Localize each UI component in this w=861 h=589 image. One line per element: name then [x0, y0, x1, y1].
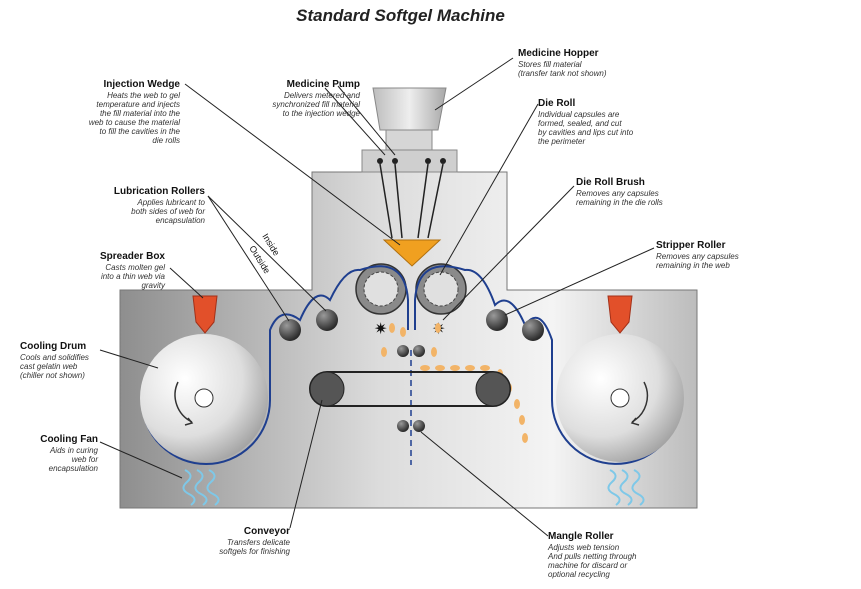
cooling-drum-left: [140, 334, 268, 462]
medicine-hopper: [372, 87, 447, 151]
medicine-pump: [361, 149, 458, 239]
die-roll-desc: Individual capsules are formed, sealed, …: [538, 110, 634, 146]
injection-wedge-desc: Heats the web to gel temperature and inj…: [88, 91, 180, 145]
cooling-drum-heading: Cooling Drum: [20, 341, 87, 352]
cooling-fan-left: [182, 469, 220, 506]
label-injection-wedge: Injection Wedge Heats the web to gel tem…: [60, 79, 180, 145]
label-conveyor: Conveyor Transfers delicate softgels for…: [190, 526, 290, 556]
cooling-fan-heading: Cooling Fan: [40, 434, 98, 445]
medicine-pump-heading: Medicine Pump: [286, 79, 360, 90]
die-roll-left: [355, 263, 407, 315]
mangle-roller-desc: Adjusts web tension And pulls netting th…: [548, 543, 637, 579]
cooling-drum-right: [556, 334, 684, 462]
label-stripper-roller: Stripper Roller Removes any capsules rem…: [656, 240, 739, 270]
label-spreader-box: Spreader Box Casts molten gel into a thi…: [20, 251, 165, 290]
mangle-roller-heading: Mangle Roller: [548, 531, 614, 542]
diagram-title: Standard Softgel Machine: [296, 6, 505, 25]
lubrication-roller-outer: [279, 319, 301, 341]
injection-wedge: [382, 239, 442, 267]
label-lubrication-rollers: Lubrication Rollers Applies lubricant to…: [85, 186, 205, 225]
cooling-fan-desc: Aids in curing web for encapsulation: [48, 446, 98, 473]
label-cooling-drum: Cooling Drum Cools and solidifies cast g…: [20, 341, 89, 380]
spreader-box-right: [607, 295, 633, 334]
lubrication-rollers-heading: Lubrication Rollers: [113, 186, 205, 197]
die-roll-right: [415, 263, 467, 315]
injection-wedge-heading: Injection Wedge: [103, 79, 181, 90]
spreader-box-left: [192, 295, 218, 334]
die-roll-heading: Die Roll: [538, 98, 576, 109]
mangle-roller-left: [397, 420, 409, 432]
mangle-roller-top-left: [397, 345, 409, 357]
stripper-roller-heading: Stripper Roller: [656, 240, 726, 251]
spreader-box-desc: Casts molten gel into a thin web via gra…: [100, 263, 165, 290]
stripper-roller-left: [486, 309, 508, 331]
lubrication-rollers-desc: Applies lubricant to both sides of web f…: [131, 198, 205, 225]
cooling-drum-desc: Cools and solidifies cast gelatin web (c…: [20, 353, 89, 380]
conveyor: [309, 371, 511, 407]
mangle-roller-right: [413, 420, 425, 432]
machine-body: [119, 171, 698, 509]
label-mangle-roller: Mangle Roller Adjusts web tension And pu…: [548, 531, 637, 579]
label-die-roll: Die Roll Individual capsules are formed,…: [538, 98, 633, 146]
stripper-roller-desc: Removes any capsules remaining in the we…: [656, 252, 739, 270]
medicine-hopper-desc: Stores fill material (transfer tank not …: [518, 60, 607, 78]
spreader-box-heading: Spreader Box: [99, 251, 165, 262]
medicine-pump-desc: Delivers metered and synchronized fill m…: [272, 91, 360, 118]
lubrication-roller-inner: [316, 309, 338, 331]
mangle-roller-top-right: [413, 345, 425, 357]
die-roll-brush-left: ✷: [374, 319, 387, 338]
conveyor-desc: Transfers delicate softgels for finishin…: [219, 538, 290, 556]
die-roll-brush-desc: Removes any capsules remaining in the di…: [576, 189, 663, 207]
stripper-roller-right: [522, 319, 544, 341]
die-roll-brush-heading: Die Roll Brush: [576, 177, 645, 188]
leader-lines: [99, 57, 655, 537]
label-medicine-hopper: Medicine Hopper Stores fill material (tr…: [518, 48, 606, 78]
label-cooling-fan: Cooling Fan Aids in curing web for encap…: [20, 434, 98, 473]
conveyor-heading: Conveyor: [243, 526, 290, 537]
label-die-roll-brush: Die Roll Brush Removes any capsules rema…: [576, 177, 663, 207]
label-inside: Inside: [260, 232, 281, 258]
label-medicine-pump: Medicine Pump Delivers metered and synch…: [215, 79, 360, 118]
medicine-hopper-heading: Medicine Hopper: [518, 48, 599, 59]
cooling-fan-right: [607, 469, 645, 506]
